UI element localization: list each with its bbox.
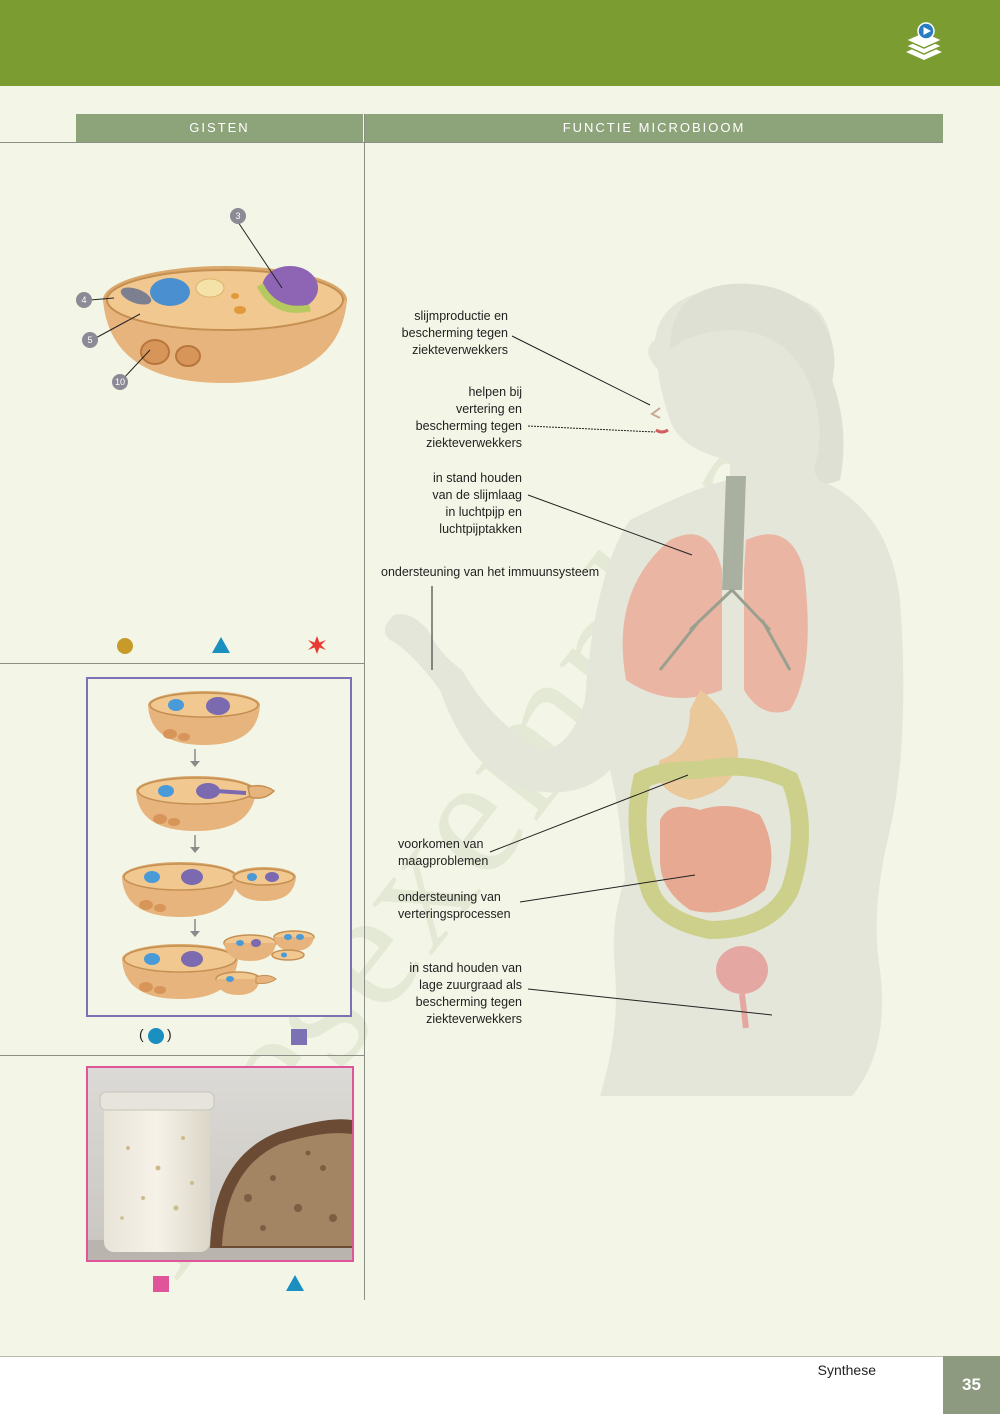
label-intestines: ondersteuning van verteringsprocessen bbox=[398, 889, 538, 923]
label-line: ziekteverwekkers bbox=[426, 436, 522, 450]
footer-rule bbox=[0, 1356, 943, 1357]
label-line: lage zuurgraad als bbox=[419, 978, 522, 992]
blue-dot-icon bbox=[148, 1028, 164, 1044]
label-line: verteringsprocessen bbox=[398, 907, 511, 921]
label-line: bescherming tegen bbox=[415, 995, 522, 1009]
label-line: maagproblemen bbox=[398, 854, 489, 868]
label-line: luchtpijptakken bbox=[439, 522, 522, 536]
footer-area bbox=[0, 1357, 943, 1414]
purple-square-icon bbox=[291, 1029, 307, 1045]
cell-number-badge: 4 bbox=[76, 292, 92, 308]
label-mouth-nose: slijmproductie en bescherming tegen ziek… bbox=[366, 308, 508, 359]
label-line: bescherming tegen bbox=[401, 326, 508, 340]
circle-symbol-icon bbox=[117, 638, 133, 654]
cell-number-badge: 5 bbox=[82, 332, 98, 348]
label-mouth: helpen bij vertering en bescherming tege… bbox=[366, 384, 522, 452]
label-line: bescherming tegen bbox=[415, 419, 522, 433]
row-divider-2 bbox=[0, 1055, 364, 1056]
paren-open: ( bbox=[139, 1026, 144, 1042]
page-number: 35 bbox=[943, 1356, 1000, 1414]
label-skin: ondersteuning van het immuunsysteem bbox=[381, 564, 641, 581]
human-body-microbiome-figure bbox=[384, 283, 904, 1097]
label-line: ondersteuning van bbox=[398, 890, 501, 904]
bread-photo-frame bbox=[86, 1066, 354, 1262]
bread-photo bbox=[88, 1068, 352, 1260]
cell-number-badge: 3 bbox=[230, 208, 246, 224]
column-divider bbox=[364, 114, 365, 1300]
table-header-rule bbox=[0, 142, 943, 143]
footer-section-title: Synthese bbox=[817, 1362, 876, 1378]
label-line: in stand houden van bbox=[409, 961, 522, 975]
label-line: in stand houden bbox=[433, 471, 522, 485]
label-vagina: in stand houden van lage zuurgraad als b… bbox=[366, 960, 522, 1028]
star-symbol-icon bbox=[308, 636, 326, 654]
top-bar bbox=[0, 0, 1000, 86]
row-divider-1 bbox=[0, 663, 364, 664]
label-line: voorkomen van bbox=[398, 837, 484, 851]
label-stomach: voorkomen van maagproblemen bbox=[398, 836, 518, 870]
label-line: ondersteuning van het immuunsysteem bbox=[381, 565, 600, 579]
header-functie-microbioom: FUNCTIE MICROBIOOM bbox=[365, 114, 943, 142]
label-line: ziekteverwekkers bbox=[426, 1012, 522, 1026]
triangle-symbol-icon bbox=[212, 637, 230, 653]
yeast-cell-illustration bbox=[89, 221, 347, 384]
label-line: helpen bij bbox=[468, 385, 522, 399]
label-line: ziekteverwekkers bbox=[412, 343, 508, 357]
cell-number-badge: 10 bbox=[112, 374, 128, 390]
budding-diagram bbox=[122, 691, 315, 999]
label-line: slijmproductie en bbox=[414, 309, 508, 323]
label-airways: in stand houden van de slijmlaag in luch… bbox=[366, 470, 522, 538]
paren-close: ) bbox=[167, 1026, 172, 1042]
header-gisten: GISTEN bbox=[76, 114, 363, 142]
label-line: in luchtpijp en bbox=[445, 505, 522, 519]
layers-play-icon[interactable] bbox=[902, 22, 946, 66]
label-line: van de slijmlaag bbox=[432, 488, 522, 502]
pink-square-icon bbox=[153, 1276, 169, 1292]
triangle-symbol-icon bbox=[286, 1275, 304, 1291]
label-line: vertering en bbox=[455, 402, 522, 416]
